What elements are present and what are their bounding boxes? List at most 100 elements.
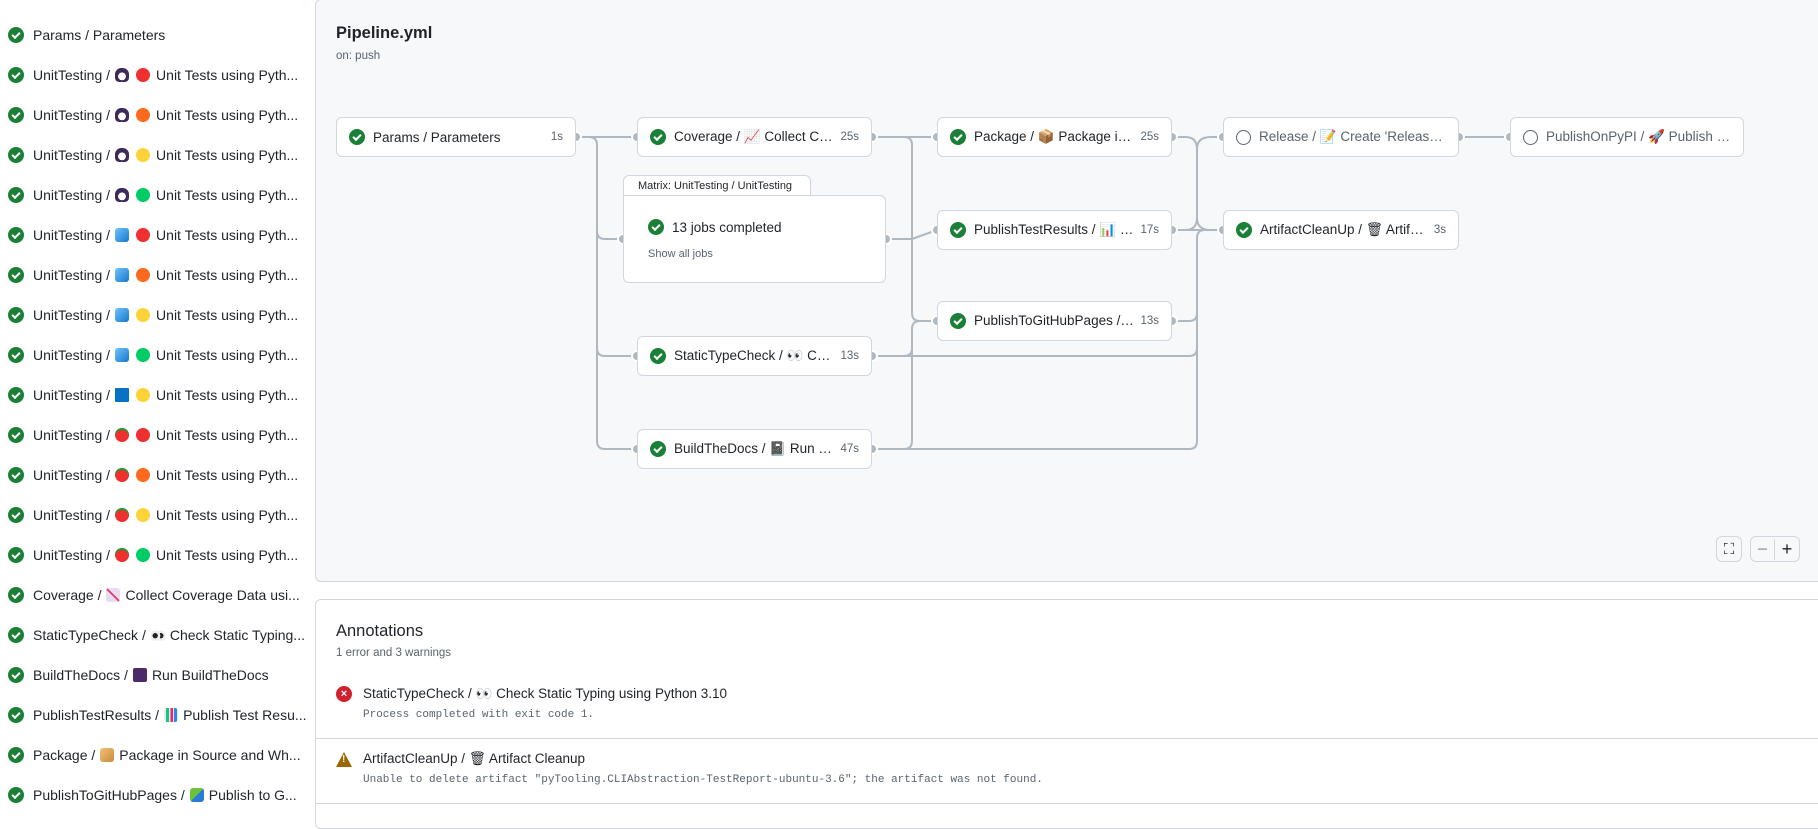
job-title: Unit Tests using Pyth... — [156, 67, 299, 83]
annotation-warning[interactable]: ArtifactCleanUp / 🗑 Artifact Cleanup — [336, 751, 585, 767]
job-label: Release / 📝 Create 'Release P... — [1259, 129, 1446, 144]
job-title: Run BuildTheDocs — [151, 667, 269, 683]
job-name: UnitTesting / — [33, 267, 111, 283]
python-version-dot-icon — [136, 428, 151, 442]
success-icon — [8, 227, 24, 243]
python-version-dot-icon — [136, 468, 151, 482]
success-icon — [8, 787, 24, 803]
sidebar-job-item[interactable]: UnitTesting /Unit Tests using Pyth... — [8, 383, 308, 407]
zoom-in-button[interactable]: + — [1781, 538, 1793, 559]
sidebar-job-item[interactable]: UnitTesting / Unit Tests using Pyth... — [8, 263, 308, 287]
sidebar-job-item[interactable]: Params / Parameters — [8, 23, 308, 47]
job-name: UnitTesting / — [33, 467, 111, 483]
job-name: UnitTesting / — [33, 227, 111, 243]
pending-icon — [1523, 129, 1538, 145]
job-node-publish-on-pypi[interactable]: PublishOnPyPI / 🚀 Publish to ... — [1510, 117, 1744, 157]
zoom-out-button[interactable]: − — [1751, 538, 1776, 560]
show-all-jobs-link[interactable]: Show all jobs — [648, 248, 713, 260]
workflow-graph-panel — [315, 0, 1818, 582]
job-node-publish-to-github-pages[interactable]: PublishToGitHubPages / 📚 ...13s — [937, 301, 1172, 341]
job-name: UnitTesting / — [33, 347, 111, 363]
job-name: BuildTheDocs / — [33, 667, 128, 683]
job-label: BuildTheDocs / 📓 Run Buil... — [674, 441, 835, 456]
success-icon — [950, 129, 966, 145]
mac-emoji-icon — [115, 548, 130, 562]
linux-emoji-icon — [115, 148, 130, 162]
sidebar-job-item[interactable]: UnitTesting /Unit Tests using Pyth... — [8, 463, 308, 487]
job-title: Unit Tests using Pyth... — [156, 267, 299, 283]
sidebar-job-item[interactable]: Package /Package in Source and Wh... — [8, 743, 308, 767]
python-version-dot-icon — [136, 548, 151, 562]
sidebar-job-item[interactable]: UnitTesting /Unit Tests using Pyth... — [8, 183, 308, 207]
success-icon — [8, 387, 24, 403]
annotations-title: Annotations — [336, 622, 424, 640]
success-icon — [8, 587, 24, 603]
success-icon — [8, 67, 24, 83]
success-icon — [349, 129, 365, 145]
python-version-dot-icon — [136, 108, 151, 122]
job-node-build-the-docs[interactable]: BuildTheDocs / 📓 Run Buil...47s — [637, 429, 872, 469]
job-label: ArtifactCleanUp / 🗑 Artifac... — [1260, 222, 1428, 237]
sidebar-job-item[interactable]: UnitTesting /Unit Tests using Pyth... — [8, 143, 308, 167]
job-title: Unit Tests using Pyth... — [156, 107, 299, 123]
success-icon — [8, 627, 24, 643]
sidebar-job-item[interactable]: UnitTesting /Unit Tests using Pyth... — [8, 423, 308, 447]
job-duration: 3s — [1433, 224, 1446, 236]
job-node-coverage[interactable]: Coverage / 📈 Collect Cove...25s — [637, 117, 872, 157]
job-name: UnitTesting / — [33, 187, 111, 203]
annotation-error[interactable]: ×StaticTypeCheck / 👀 Check Static Typing… — [336, 686, 727, 702]
job-title: Unit Tests using Pyth... — [156, 147, 299, 163]
job-name: UnitTesting / — [33, 507, 111, 523]
job-node-publish-test-results[interactable]: PublishTestResults / 📊 Pu... 17s — [937, 210, 1172, 250]
sidebar-job-item[interactable]: UnitTesting /Unit Tests using Pyth... — [8, 63, 308, 87]
success-icon — [8, 347, 24, 363]
python-version-dot-icon — [136, 308, 151, 322]
job-node-release[interactable]: Release / 📝 Create 'Release P... — [1223, 117, 1459, 157]
annotation-message: Process completed with exit code 1. — [363, 709, 595, 721]
success-icon — [950, 313, 966, 329]
annotation-title: ArtifactCleanUp / 🗑 Artifact Cleanup — [363, 751, 585, 766]
win-emoji-icon — [115, 348, 130, 362]
success-icon — [648, 219, 664, 235]
sidebar-job-item[interactable]: UnitTesting /Unit Tests using Pyth... — [8, 303, 308, 327]
job-name: UnitTesting / — [33, 307, 111, 323]
workflow-trigger: on: push — [336, 50, 381, 62]
eyes-emoji-icon — [150, 628, 165, 642]
annotation-message: Unable to delete artifact "pyTooling.CLI… — [363, 774, 1043, 786]
success-icon — [650, 441, 666, 457]
sidebar-job-item[interactable]: UnitTesting / Unit Tests using Pyth... — [8, 503, 308, 527]
python-version-dot-icon — [136, 68, 151, 82]
sq-emoji-icon — [115, 388, 130, 402]
job-title: Unit Tests using Pyth... — [156, 507, 299, 523]
job-node-artifact-cleanup[interactable]: ArtifactCleanUp / 🗑 Artifac... 3s — [1223, 210, 1459, 250]
sidebar-job-item[interactable]: StaticTypeCheck /Check Static Typing... — [8, 623, 308, 647]
job-duration: 17s — [1140, 224, 1159, 236]
sidebar-job-item[interactable]: PublishToGitHubPages /Publish to G... — [8, 783, 308, 807]
sidebar-job-item[interactable]: UnitTesting /Unit Tests using Pyth... — [8, 103, 308, 127]
job-title: Collect Coverage Data usi... — [125, 587, 300, 603]
mac-emoji-icon — [115, 428, 130, 442]
fit-to-screen-button[interactable]: ⛶ — [1716, 536, 1742, 562]
books-emoji-icon — [189, 788, 204, 802]
job-title: Publish Test Resu... — [183, 707, 307, 723]
chart-emoji-icon — [164, 708, 179, 722]
divider — [316, 738, 1818, 739]
matrix-title: Matrix: UnitTesting / UnitTesting — [623, 175, 811, 196]
sidebar-job-item[interactable]: UnitTesting / Unit Tests using Pyth... — [8, 223, 308, 247]
sidebar-job-item[interactable]: PublishTestResults /Publish Test Resu... — [8, 703, 308, 727]
matrix-summary: 13 jobs completed — [672, 219, 782, 235]
job-title: Unit Tests using Pyth... — [156, 227, 299, 243]
matrix-group: 13 jobs completed Show all jobs — [623, 195, 886, 283]
sidebar-job-item[interactable]: UnitTesting /Unit Tests using Pyth... — [8, 343, 308, 367]
sidebar-job-item[interactable]: Coverage /Collect Coverage Data usi... — [8, 583, 308, 607]
job-node-package[interactable]: Package / 📦 Package in So...25s — [937, 117, 1172, 157]
sidebar-job-item[interactable]: BuildTheDocs / Run BuildTheDocs — [8, 663, 308, 687]
python-version-dot-icon — [136, 188, 151, 202]
job-node-static-type-check[interactable]: StaticTypeCheck / 👀 Chec...13s — [637, 336, 872, 376]
job-label: PublishTestResults / 📊 Pu... — [974, 222, 1135, 237]
success-icon — [8, 147, 24, 163]
sidebar-job-item[interactable]: UnitTesting /Unit Tests using Pyth... — [8, 543, 308, 567]
job-title: Check Static Typing... — [169, 627, 305, 643]
